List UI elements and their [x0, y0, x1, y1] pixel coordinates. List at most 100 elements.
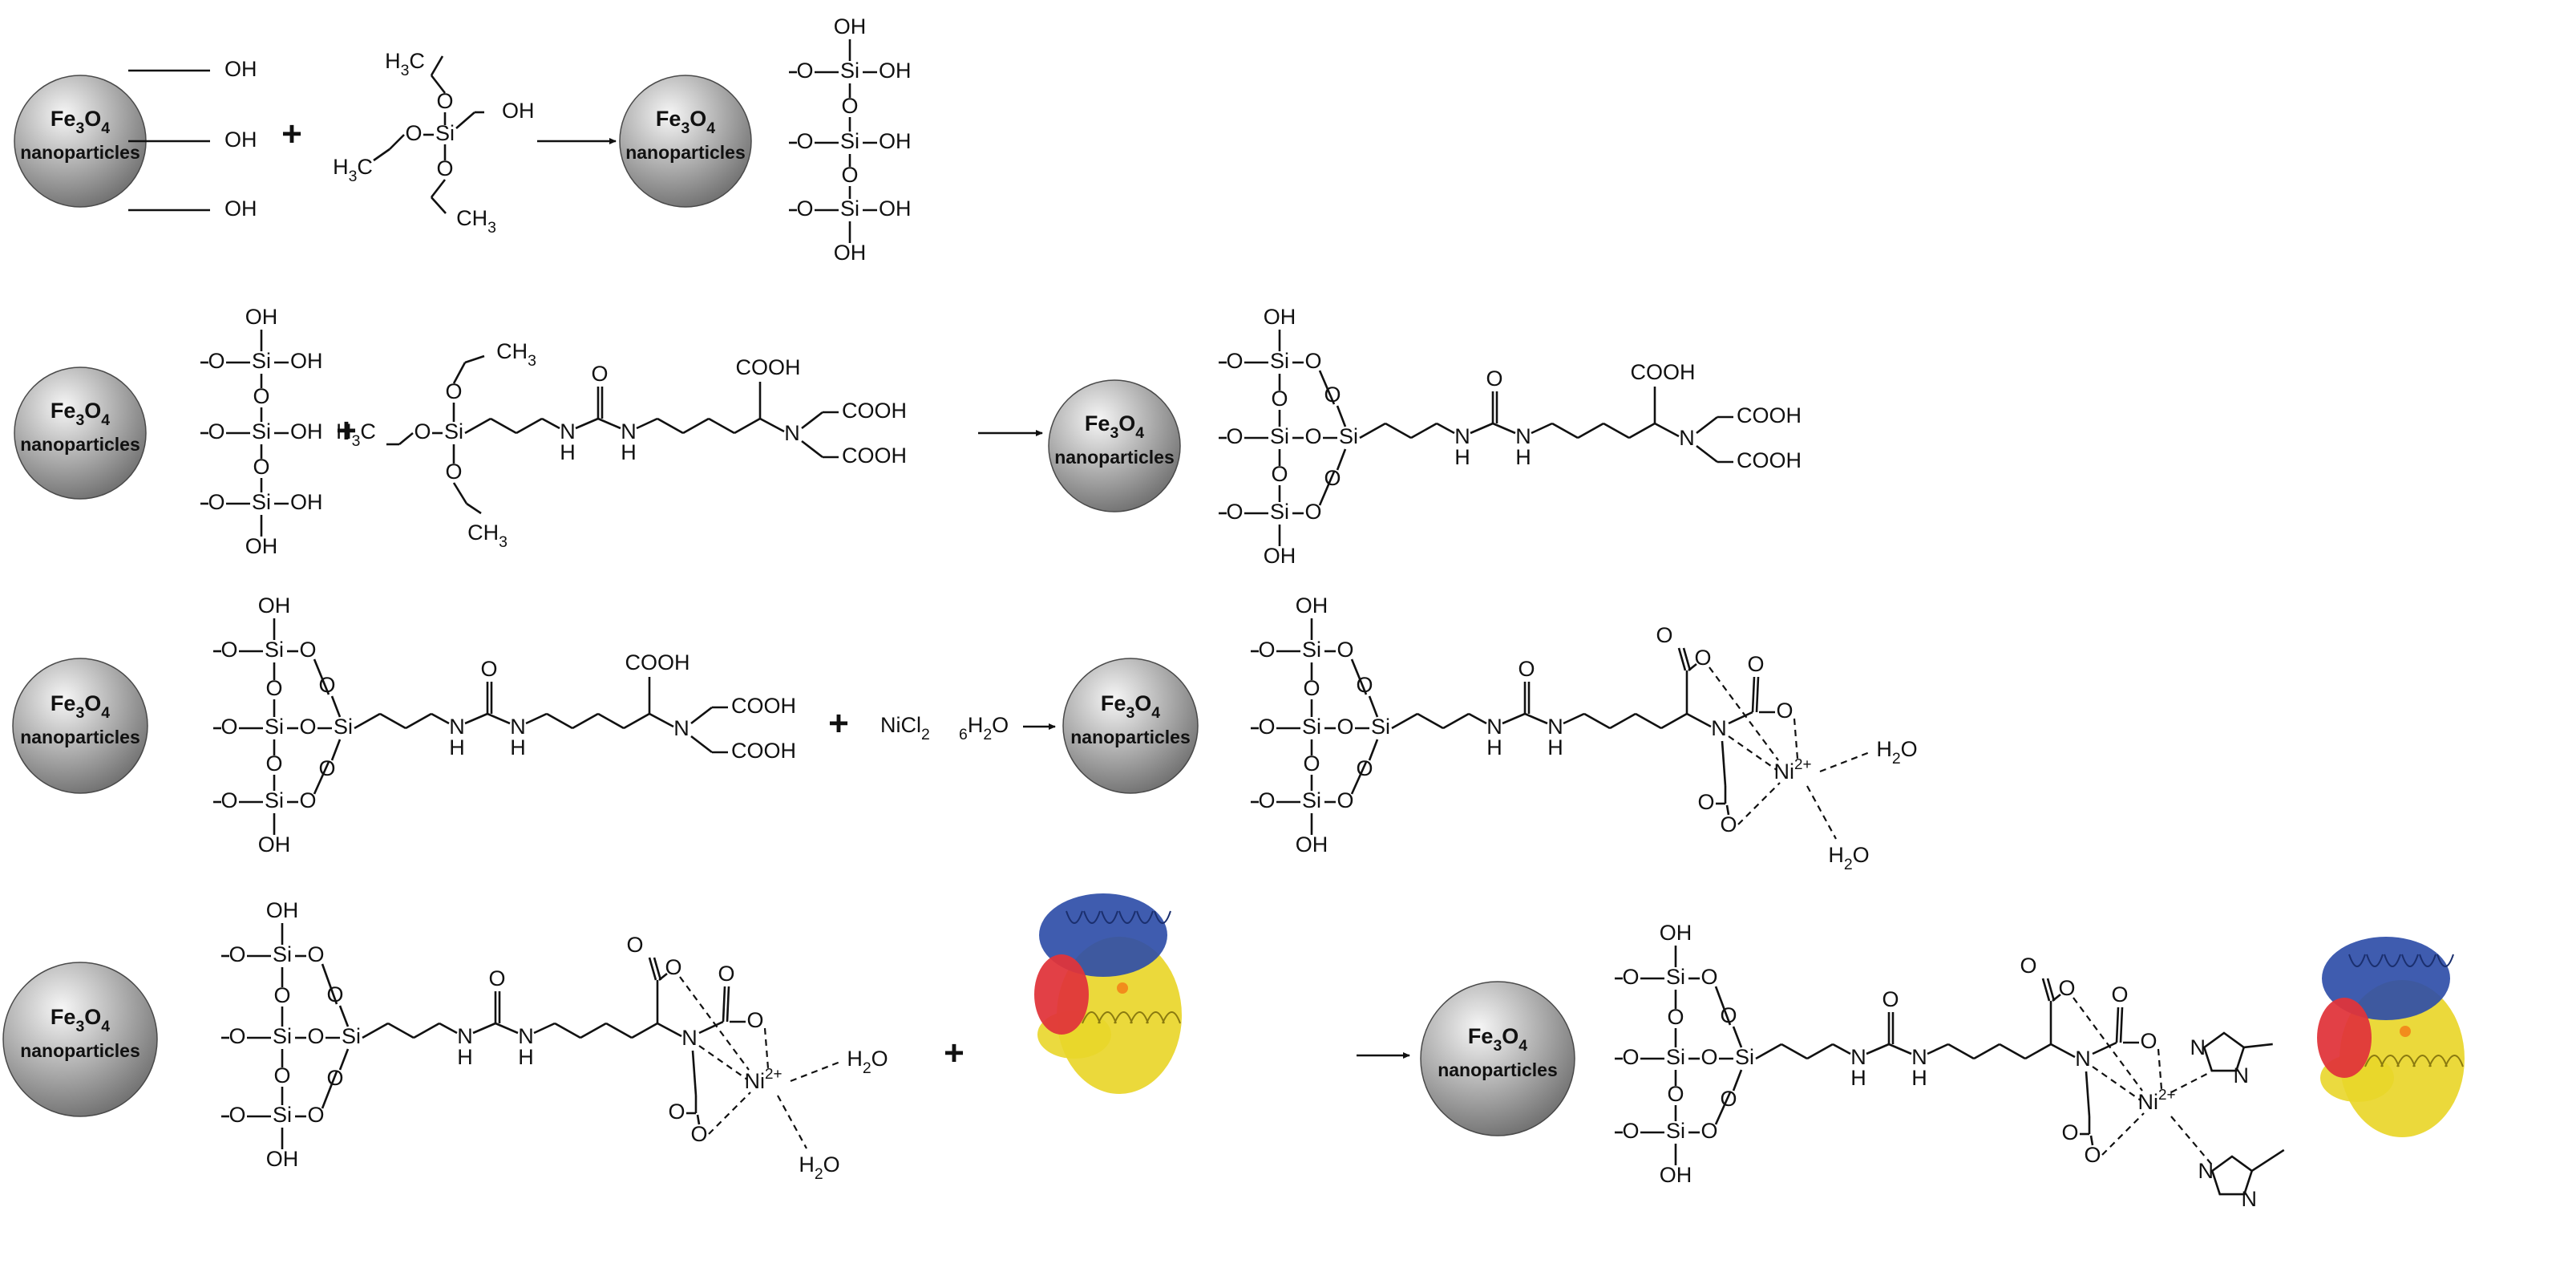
fe3o4-nanoparticle	[1420, 981, 1575, 1136]
atom-label: O	[445, 379, 462, 403]
bond-line	[1524, 712, 1548, 725]
atom-label: H	[1850, 1066, 1866, 1090]
bond-line	[2251, 1148, 2285, 1173]
atom-label: O	[1324, 383, 1341, 407]
coordination-bond	[2101, 1112, 2145, 1156]
atom-label: O	[220, 788, 237, 812]
bond-line	[430, 179, 447, 198]
atom-label: OH	[290, 349, 323, 373]
bond-line	[649, 712, 674, 728]
bond-line	[1660, 712, 1688, 730]
atom-label: OH	[290, 490, 323, 514]
atom-label: O	[1356, 756, 1373, 780]
protein-strand	[1162, 1011, 1181, 1024]
bond-line	[1417, 712, 1444, 730]
amino-nitrogen: N	[673, 716, 689, 740]
nanoparticle-formula: Fe3O4	[1468, 1024, 1527, 1055]
urea-nitrogen: N	[560, 419, 576, 444]
bond-line	[1755, 1043, 1782, 1060]
protein-domain-blue	[2322, 937, 2450, 1020]
atom-label: O	[220, 715, 237, 739]
atom-label: H	[449, 735, 465, 759]
atom-label: OH	[1264, 305, 1296, 329]
bond-line	[690, 706, 713, 725]
atom-label: O	[253, 455, 269, 479]
bond-line	[541, 417, 560, 430]
bond-line	[1725, 804, 1730, 816]
plus-sign: +	[828, 704, 849, 743]
atom-label: OH	[1660, 1163, 1692, 1187]
coordination-bond	[708, 1092, 751, 1135]
atom-label: O	[208, 419, 224, 444]
atom-label: O	[299, 715, 316, 739]
bond-line	[455, 111, 475, 129]
carbonyl-oxygen: O	[718, 962, 734, 986]
bond-line	[1436, 422, 1455, 435]
protein-strand	[1098, 1011, 1117, 1024]
protein-strand	[1101, 910, 1118, 924]
atom-label: O	[1356, 673, 1373, 697]
silicon-atom: Si	[252, 419, 271, 444]
bond-line	[430, 55, 444, 76]
atom-label: O	[1720, 812, 1737, 836]
atom-label: O	[1258, 638, 1275, 662]
bond-line	[1350, 658, 1368, 695]
atom-label: H	[510, 735, 526, 759]
urea-nitrogen: N	[1850, 1045, 1866, 1069]
anchor-silicon: Si	[1371, 715, 1390, 739]
anchor-silicon: Si	[334, 715, 353, 739]
atom-label: H	[560, 440, 576, 464]
bond-line	[464, 354, 485, 364]
urea-nitrogen: N	[518, 1024, 534, 1048]
bond-line	[1654, 422, 1680, 438]
protein-strand	[1136, 910, 1154, 924]
nickel-chloride: NiCl2	[880, 713, 930, 743]
bond-line	[490, 417, 517, 435]
atom-label: O	[1226, 349, 1243, 373]
atom-label: O	[1337, 715, 1353, 739]
bond-line	[313, 658, 330, 695]
bond-line	[690, 735, 713, 754]
bond-line	[2024, 1043, 2052, 1060]
coordination-bond	[2092, 1066, 2141, 1101]
atom-label: OH	[1660, 921, 1692, 945]
atom-label: OH	[1296, 593, 1328, 618]
urea-nitrogen: N	[1454, 424, 1470, 448]
imidazole-nitrogen: N	[2190, 1035, 2206, 1059]
atom-label: OH	[245, 534, 278, 558]
methyl-group: CH3	[467, 520, 508, 551]
nanoparticle-formula: Fe3O4	[51, 107, 110, 137]
nanoparticle-label: nanoparticles	[20, 434, 140, 455]
bond-line	[338, 1048, 350, 1071]
atom-label: O	[1622, 1119, 1639, 1143]
atom-label: O	[796, 59, 813, 83]
bond-line	[1577, 422, 1604, 439]
atom-label: O	[265, 751, 282, 776]
silicon-atom: Si	[840, 196, 859, 221]
bond-line	[321, 1071, 338, 1109]
atom-label: O	[273, 1063, 290, 1088]
atom-label: H	[518, 1045, 534, 1069]
silicon-atom: Si	[1270, 500, 1289, 524]
atom-label: O	[228, 942, 245, 966]
protein-strand	[2401, 954, 2419, 967]
water-ligand: H2O	[1876, 737, 1917, 768]
bond-line	[525, 712, 548, 725]
bond-line	[605, 1022, 633, 1039]
coordination-bond	[763, 1027, 770, 1069]
bond-line	[487, 712, 511, 725]
bond-line	[734, 417, 761, 435]
urea-nitrogen: N	[621, 419, 637, 444]
carbonyl-oxygen: O	[1747, 652, 1764, 676]
atom-label: O	[1700, 1045, 1717, 1069]
silicon-atom: Si	[273, 1024, 292, 1048]
bond-line	[597, 712, 625, 730]
bond-line	[431, 712, 450, 725]
bond-line	[387, 1022, 415, 1039]
bond-line	[1318, 370, 1336, 405]
water-ligand: H2O	[847, 1047, 888, 1077]
bond-line	[1336, 448, 1347, 471]
atom-label: O	[1258, 788, 1275, 812]
protein-strand	[1130, 1011, 1149, 1024]
bond-line	[1781, 1043, 1808, 1060]
